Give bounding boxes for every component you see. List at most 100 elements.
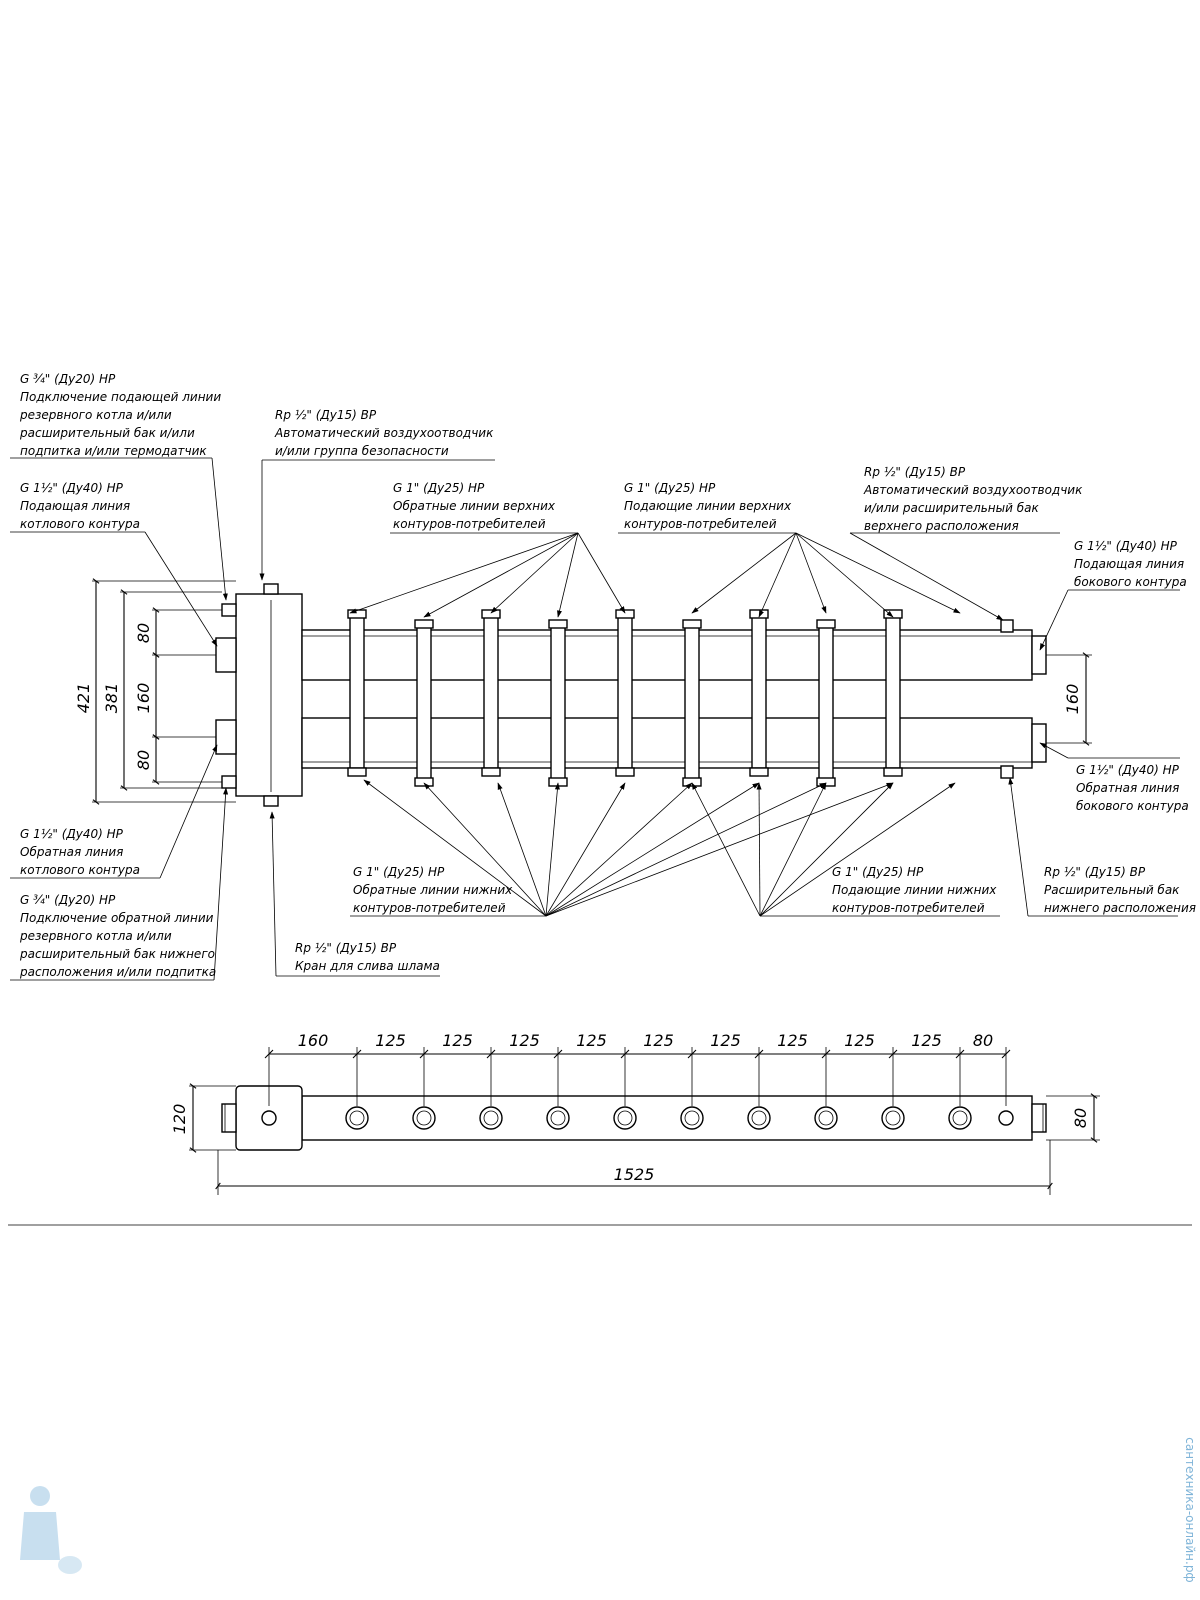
callout-line: бокового контура — [1076, 799, 1189, 813]
callout-line: Обратные линии нижних — [353, 883, 513, 897]
leader-line — [759, 782, 956, 917]
branch-riser — [416, 626, 432, 784]
leader-line — [159, 744, 218, 879]
callout-line: расширительный бак и/или — [19, 426, 195, 440]
dim-right-spacing: 160 — [1063, 684, 1082, 715]
dim-inner-height: 381 — [102, 683, 121, 714]
leader-line — [849, 532, 1004, 621]
leader-line — [756, 782, 762, 917]
callout-line: подпитка и/или термодатчик — [20, 444, 207, 458]
plan-dim-tick — [620, 1049, 630, 1059]
callout-line: Подключение подающей линии — [20, 390, 221, 404]
callout-line: котлового контура — [20, 863, 140, 877]
leader-line — [144, 531, 218, 647]
plan-port-outer — [613, 1106, 637, 1130]
plan-dim-tick — [352, 1049, 362, 1059]
leader-line — [545, 782, 693, 917]
plan-port-outer — [948, 1106, 972, 1130]
callout-spec: Rp ½" (Ду15) ВР — [295, 941, 397, 955]
callout-upper-supply: G 1" (Ду25) НР Подающие линии верхних ко… — [624, 481, 792, 531]
callout-spec: G 1½" (Ду40) НР — [20, 481, 124, 495]
callout-line: резервного котла и/или — [19, 929, 172, 943]
callout-line: контуров-потребителей — [624, 517, 777, 531]
plan-header-pipe — [301, 1095, 1033, 1141]
plumber-mascot-icon — [20, 1486, 82, 1574]
branch-top-cap — [816, 619, 836, 629]
leader-line — [577, 532, 626, 614]
leader-line — [795, 532, 894, 618]
leader-lines — [10, 457, 1180, 981]
leader-line — [545, 782, 760, 917]
left-nozzle-return — [215, 719, 237, 755]
plan-spacing-label: 160 — [298, 1031, 329, 1050]
leader-line — [1039, 589, 1069, 651]
callout-spec: Rp ½" (Ду15) ВР — [864, 465, 966, 479]
plan-port-inner — [751, 1110, 767, 1126]
branch-bottom-cap — [615, 767, 635, 777]
leader-line — [1039, 742, 1069, 759]
plan-port-outer — [546, 1106, 570, 1130]
plan-spacing-label: 125 — [643, 1031, 674, 1050]
separator-bottom-plug — [263, 795, 279, 807]
right-top-vent-nozzle — [1000, 619, 1014, 633]
plan-port-inner — [550, 1110, 566, 1126]
right-bottom-tank-nozzle — [1000, 765, 1014, 779]
leader-line — [490, 532, 579, 614]
plan-port-outer — [814, 1106, 838, 1130]
callout-line: Подключение обратной линии — [20, 911, 214, 925]
plan-spacing-label: 125 — [710, 1031, 741, 1050]
leader-line — [758, 532, 797, 618]
upper-header-pipe — [301, 629, 1033, 681]
plan-port-outer — [479, 1106, 503, 1130]
plan-spacing-label: 125 — [375, 1031, 406, 1050]
leader-line — [545, 782, 894, 917]
dim-plan-right-height: 80 — [1071, 1108, 1090, 1128]
leader-line — [213, 787, 229, 981]
plan-spacing-label: 125 — [777, 1031, 808, 1050]
callout-line: верхнего расположения — [864, 519, 1019, 533]
callout-bottom-left-2: G ¾" (Ду20) НР Подключение обратной лини… — [19, 893, 216, 979]
plan-left-nozzle — [221, 1103, 237, 1133]
plan-right-nozzle — [1031, 1103, 1047, 1133]
dim-pipe-spacing: 160 — [134, 683, 153, 714]
branch-riser — [885, 616, 901, 769]
plan-port-inner — [416, 1110, 432, 1126]
leader-line — [545, 782, 560, 917]
leader-line — [269, 811, 277, 977]
separator-top-plug — [263, 583, 279, 595]
callout-line: Подающие линии нижних — [832, 883, 997, 897]
watermark-text: сантехника-онлайн.рф — [1183, 1437, 1197, 1582]
callout-bottom-right-tank: Rp ½" (Ду15) ВР Расширительный бак нижне… — [1044, 865, 1196, 915]
callout-spec: G 1½" (Ду40) НР — [1076, 763, 1180, 777]
callout-spec: G 1" (Ду25) НР — [353, 865, 445, 879]
plan-port-inner — [617, 1110, 633, 1126]
callout-line: и/или группа безопасности — [275, 444, 449, 458]
callout-spec: Rp ½" (Ду15) ВР — [275, 408, 377, 422]
plan-port-outer — [261, 1110, 277, 1126]
branch-bottom-cap — [414, 777, 434, 787]
plan-spacing-label: 125 — [442, 1031, 473, 1050]
branch-nozzles — [347, 609, 903, 787]
callout-right-supply: G 1½" (Ду40) НР Подающая линия бокового … — [1074, 539, 1187, 589]
branch-riser — [751, 616, 767, 769]
branch-top-cap — [548, 619, 568, 629]
plan-dim-tick — [486, 1049, 496, 1059]
plan-port-inner — [952, 1110, 968, 1126]
callout-line: бокового контура — [1074, 575, 1187, 589]
leader-line — [691, 782, 761, 917]
callout-spec: G 1" (Ду25) НР — [624, 481, 716, 495]
callout-line: нижнего расположения — [1044, 901, 1196, 915]
plan-dim-tick — [888, 1049, 898, 1059]
branch-top-cap — [481, 609, 501, 619]
callout-upper-return: G 1" (Ду25) НР Обратные линии верхних ко… — [393, 481, 556, 531]
plan-port-outer — [680, 1106, 704, 1130]
plan-dim-tick — [687, 1049, 697, 1059]
plan-port-outer — [881, 1106, 905, 1130]
callout-line: контуров-потребителей — [353, 901, 506, 915]
callout-top-left-1: G ¾" (Ду20) НР Подключение подающей лини… — [19, 372, 221, 458]
callout-top-right-vent: Rp ½" (Ду15) ВР Автоматический воздухоот… — [863, 465, 1083, 533]
dim-plan-left-height: 120 — [170, 1104, 189, 1135]
